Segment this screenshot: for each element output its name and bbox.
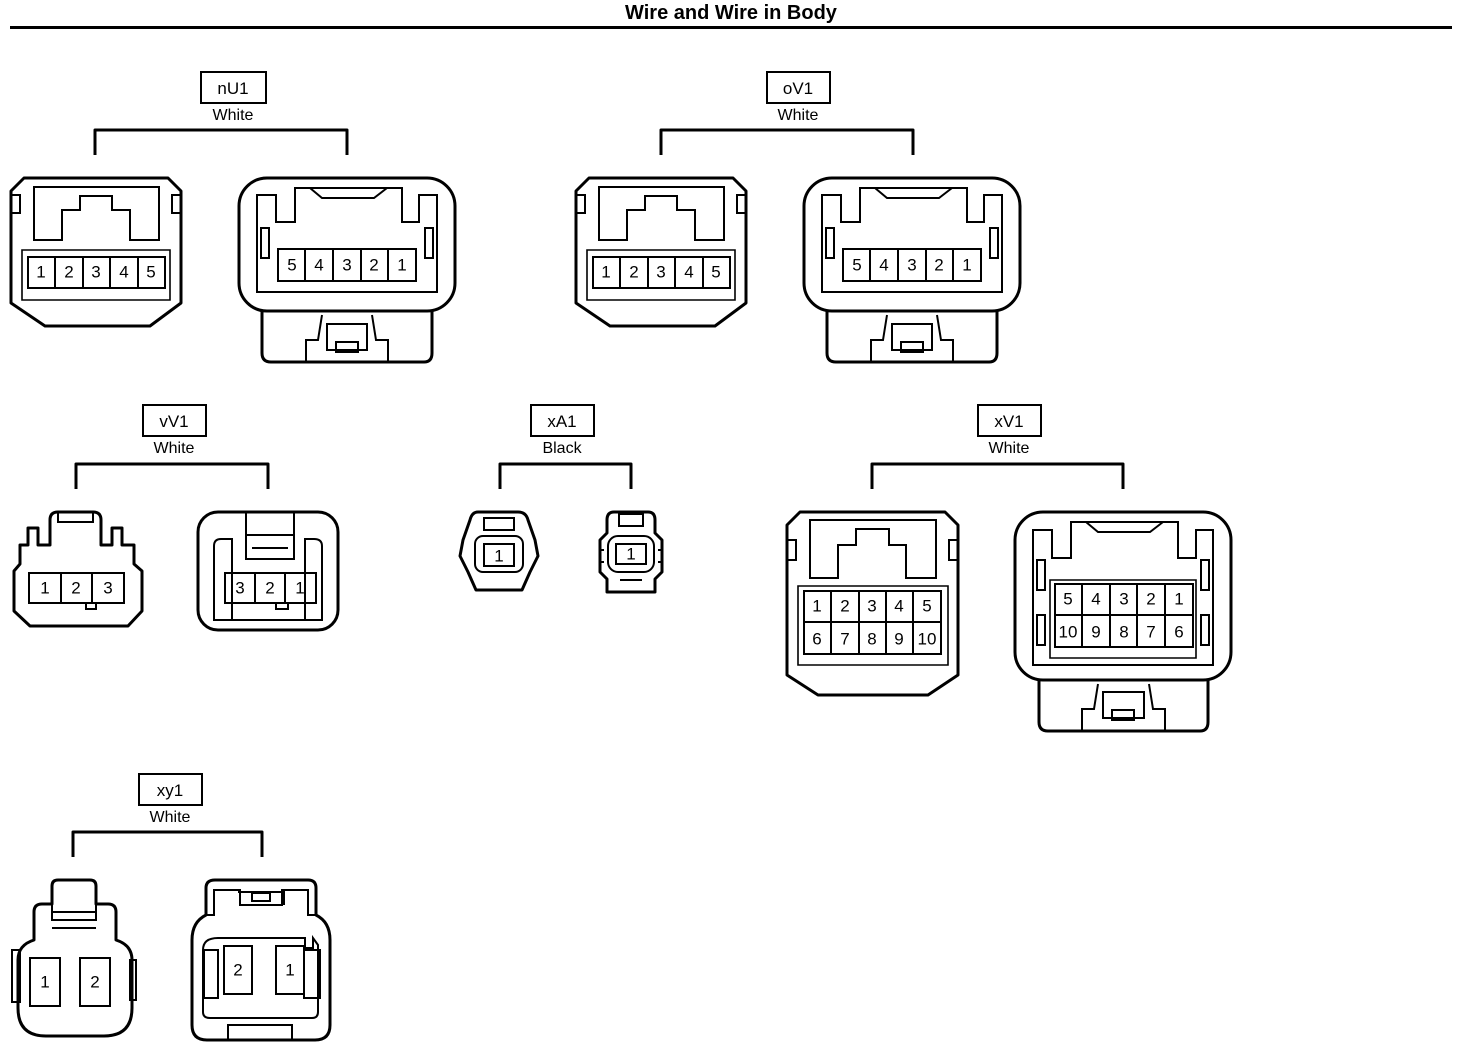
pin-label: 2 <box>90 973 99 992</box>
pin-row: 1 2 3 4 5 <box>36 263 155 282</box>
connector-group-xV1: xV1 White 1 2 3 4 5 6 7 8 9 10 <box>785 404 1233 733</box>
connector-bracket <box>870 462 1125 489</box>
connector-color: Black <box>542 440 582 457</box>
pin-label: 2 <box>233 961 242 980</box>
connector-color: White <box>154 440 195 457</box>
connector-bracket <box>93 128 349 155</box>
pin-label: 5 <box>922 597 931 616</box>
connector-id: oV1 <box>783 79 813 98</box>
pin-label: 7 <box>840 630 849 649</box>
pin-label: 3 <box>91 263 100 282</box>
connector-vV1-left: 1 2 3 <box>12 510 144 628</box>
connector-color: White <box>150 809 191 826</box>
connector-id-box <box>138 773 203 806</box>
connector-group-oV1: oV1 White 1 2 3 4 5 5 4 3 2 <box>574 71 1022 364</box>
connector-group-xA1: xA1 Black 1 1 <box>458 404 664 594</box>
connector-color: White <box>778 107 819 124</box>
pin-label: 3 <box>103 579 112 598</box>
pin-label: 8 <box>1119 623 1128 642</box>
pin-label: 1 <box>1174 590 1183 609</box>
pin-label: 3 <box>1119 590 1128 609</box>
pin-label: 2 <box>265 579 274 598</box>
connector-bracket <box>71 830 264 857</box>
page-title: Wire and Wire in Body <box>625 2 837 24</box>
connector-color: White <box>213 107 254 124</box>
connector-bracket <box>498 462 633 489</box>
pin-label: 8 <box>867 630 876 649</box>
pin-label: 2 <box>629 263 638 282</box>
pin-label: 1 <box>962 256 971 275</box>
connector-nU1-left: 1 2 3 4 5 <box>9 176 183 328</box>
connector-xV1-left: 1 2 3 4 5 6 7 8 9 10 <box>785 510 960 697</box>
connector-group-nU1: nU1 White 1 2 3 4 5 5 <box>9 71 457 364</box>
connector-bracket <box>74 462 270 489</box>
title-divider <box>10 26 1452 29</box>
connector-xA1-left: 1 <box>458 510 540 592</box>
pin-label: 1 <box>812 597 821 616</box>
pin-label: 3 <box>907 256 916 275</box>
pin-label: 4 <box>119 263 128 282</box>
connector-id: nU1 <box>217 79 248 98</box>
pin-label: 5 <box>852 256 861 275</box>
connector-id-box <box>766 71 831 104</box>
connector-oV1-right: 5 4 3 2 1 <box>802 176 1022 364</box>
connector-group-vV1: vV1 White 1 2 3 3 2 1 <box>12 404 340 632</box>
connector-xA1-right: 1 <box>598 510 664 594</box>
pin-label: 9 <box>894 630 903 649</box>
pin-label: 4 <box>1091 590 1100 609</box>
pin-label: 2 <box>934 256 943 275</box>
pin-label: 4 <box>314 256 323 275</box>
connector-id-box <box>530 404 595 437</box>
pin-label: 4 <box>879 256 888 275</box>
pin-label: 9 <box>1091 623 1100 642</box>
pin-label: 3 <box>235 579 244 598</box>
connector-xy1-left: 1 2 <box>11 878 137 1038</box>
pin-label: 2 <box>71 579 80 598</box>
pin-label: 1 <box>494 547 503 566</box>
connector-id: vV1 <box>159 412 188 431</box>
connector-id-box <box>142 404 207 437</box>
pin-label: 3 <box>342 256 351 275</box>
pin-label: 4 <box>894 597 903 616</box>
pin-label: 2 <box>64 263 73 282</box>
pin-label: 5 <box>711 263 720 282</box>
pin-label: 7 <box>1146 623 1155 642</box>
connector-id: xA1 <box>547 412 576 431</box>
pin-label: 5 <box>1063 590 1072 609</box>
pin-label: 1 <box>285 961 294 980</box>
connector-nU1-right: 5 4 3 2 1 <box>237 176 457 364</box>
pin-label: 10 <box>1059 623 1078 642</box>
pin-label: 2 <box>1146 590 1155 609</box>
connector-id: xy1 <box>157 781 183 800</box>
connector-bracket <box>659 128 915 155</box>
connector-group-xy1: xy1 White 1 2 2 1 <box>11 773 332 1042</box>
pin-label: 5 <box>146 263 155 282</box>
pin-label: 1 <box>40 579 49 598</box>
pin-label: 2 <box>840 597 849 616</box>
pin-label: 1 <box>36 263 45 282</box>
connector-xy1-right: 2 1 <box>190 878 332 1042</box>
pin-label: 1 <box>626 545 635 564</box>
connector-color: White <box>989 440 1030 457</box>
pin-label: 3 <box>656 263 665 282</box>
connector-xV1-right: 5 4 3 2 1 10 9 8 7 6 <box>1013 510 1233 733</box>
connector-oV1-left: 1 2 3 4 5 <box>574 176 748 328</box>
connector-id-box <box>977 404 1042 437</box>
pin-label: 1 <box>40 973 49 992</box>
pin-label: 6 <box>812 630 821 649</box>
pin-label: 6 <box>1174 623 1183 642</box>
pin-label: 1 <box>397 256 406 275</box>
connector-vV1-right: 3 2 1 <box>196 510 340 632</box>
pin-label: 3 <box>867 597 876 616</box>
pin-label: 4 <box>684 263 693 282</box>
pin-label: 1 <box>601 263 610 282</box>
connector-id: xV1 <box>994 412 1023 431</box>
pin-label: 1 <box>295 579 304 598</box>
pin-label: 2 <box>369 256 378 275</box>
pin-label: 5 <box>287 256 296 275</box>
connector-id-box <box>200 71 267 104</box>
pin-label: 10 <box>918 630 937 649</box>
